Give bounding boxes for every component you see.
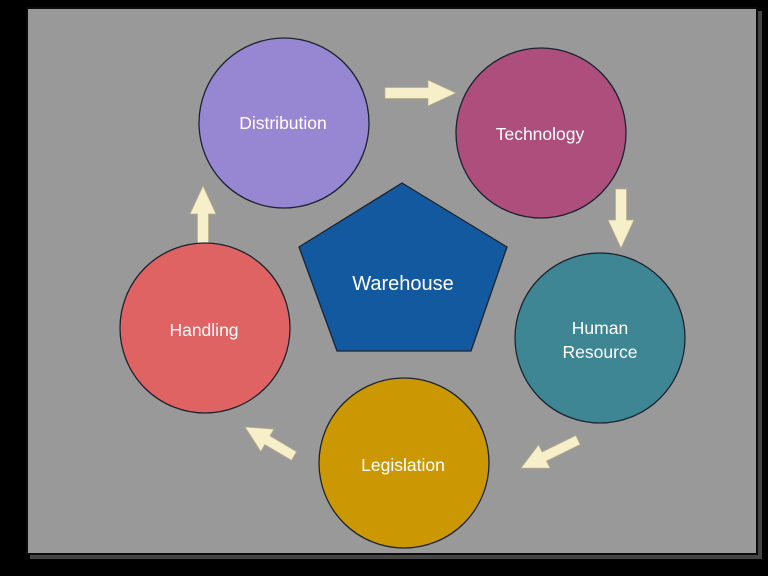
node-human-resource-circle: [514, 252, 686, 424]
node-human-resource: Human Resource: [514, 252, 686, 424]
node-legislation-circle: [318, 377, 490, 549]
node-technology-label: Technology: [496, 124, 585, 144]
center-node-warehouse: Warehouse: [298, 182, 508, 352]
arrow-distribution-to-technology: [384, 79, 457, 107]
node-human-resource-label-line2: Resource: [563, 342, 638, 362]
arrow-legislation-to-handling: [244, 426, 297, 461]
node-legislation-label: Legislation: [361, 455, 445, 475]
node-technology-circle: [455, 47, 627, 219]
warehouse-pentagon-shape: [298, 182, 508, 352]
node-distribution-circle: [198, 37, 370, 209]
arrow-human-resource-to-legislation: [520, 435, 581, 469]
node-human-resource-label-line1: Human: [572, 318, 628, 338]
node-distribution-label: Distribution: [239, 113, 327, 133]
node-legislation: Legislation: [318, 377, 490, 549]
node-handling-label: Handling: [169, 320, 238, 340]
node-handling-circle: [119, 242, 291, 414]
node-handling: Handling: [119, 242, 291, 414]
arrow-technology-to-human-resource: [607, 188, 635, 249]
node-distribution: Distribution: [198, 37, 370, 209]
arrow-handling-to-distribution: [189, 185, 217, 247]
node-technology: Technology: [455, 47, 627, 219]
center-node-label: Warehouse: [352, 273, 454, 295]
